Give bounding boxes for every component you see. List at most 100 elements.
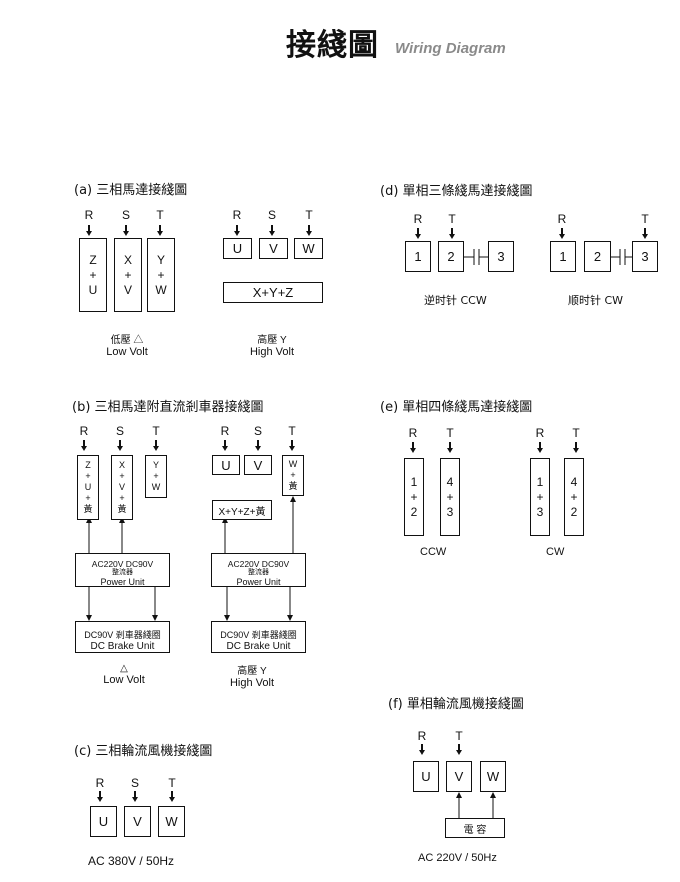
section-e-heading: (e) 單相四條綫馬達接綫圖 bbox=[380, 400, 533, 415]
caption: 逆时针 CCW bbox=[424, 294, 487, 307]
terminal-box-label: W + 黃 bbox=[288, 459, 298, 491]
caption-cn: 高壓 Y bbox=[257, 335, 287, 346]
terminal-box: 1 bbox=[405, 241, 431, 272]
brake-unit-en: DC Brake Unit bbox=[90, 641, 155, 652]
caption-cn: 低壓 △ bbox=[110, 335, 144, 346]
terminal-box-label: Z + U bbox=[88, 252, 98, 297]
terminal-box-label: X + V bbox=[123, 252, 132, 297]
capacitor-box: 電 容 bbox=[445, 818, 505, 838]
terminal-label: T bbox=[152, 424, 160, 438]
caption-cn: △ bbox=[120, 663, 128, 674]
page-subtitle: Wiring Diagram bbox=[395, 40, 506, 57]
terminal-box: 3 bbox=[632, 241, 658, 272]
caption: 高壓 Y High Volt bbox=[230, 662, 274, 689]
caption-en: Low Volt bbox=[106, 346, 148, 358]
section-f-heading: (f) 單相輪流風機接綫圖 bbox=[388, 697, 524, 712]
terminal-box: 2 bbox=[438, 241, 464, 272]
terminal-box: U bbox=[90, 806, 117, 837]
terminal-label: R bbox=[557, 212, 567, 226]
caption: 低壓 △ Low Volt bbox=[106, 331, 148, 358]
power-unit-cn: 整流器 bbox=[248, 569, 269, 576]
terminal-label: R bbox=[535, 426, 545, 440]
terminal-box-label: X + V + 黃 bbox=[117, 460, 127, 514]
brake-unit-box: DC90V 剎車器綫圈 DC Brake Unit bbox=[211, 621, 306, 653]
terminal-label: R bbox=[413, 212, 423, 226]
terminal-label: S bbox=[253, 424, 263, 438]
caption-en: High Volt bbox=[249, 346, 295, 358]
caption: CW bbox=[546, 546, 565, 558]
section-a-heading: (a) 三相馬達接綫圖 bbox=[74, 183, 188, 198]
caption: AC 380V / 50Hz bbox=[88, 854, 175, 868]
terminal-box: Z + U bbox=[79, 238, 107, 312]
terminal-box: V bbox=[446, 761, 472, 792]
terminal-label: T bbox=[448, 212, 456, 226]
terminal-box: W + 黃 bbox=[282, 455, 304, 496]
section-d-heading: (d) 單相三條綫馬達接綫圖 bbox=[380, 184, 533, 199]
terminal-label: R bbox=[79, 424, 89, 438]
terminal-box: 2 bbox=[584, 241, 611, 272]
brake-unit-en: DC Brake Unit bbox=[226, 641, 291, 652]
terminal-box: W bbox=[158, 806, 185, 837]
caption-en: Low Volt bbox=[103, 674, 145, 686]
power-unit-voltage: AC220V DC90V bbox=[91, 559, 154, 569]
neutral-bar: X+Y+Z bbox=[223, 282, 323, 303]
terminal-box: U bbox=[212, 455, 240, 475]
terminal-label: T bbox=[446, 426, 454, 440]
terminal-box: U bbox=[413, 761, 439, 792]
terminal-label: T bbox=[455, 729, 463, 743]
terminal-box: X + V + 黃 bbox=[111, 455, 133, 520]
caption: AC 220V / 50Hz bbox=[418, 852, 497, 864]
brake-unit-cn: DC90V 剎車器綫圈 bbox=[84, 630, 161, 640]
terminal-box-label: 1 + 3 bbox=[536, 474, 544, 519]
section-c-heading: (c) 三相輪流風機接綫圖 bbox=[74, 744, 213, 759]
terminal-label: T bbox=[305, 208, 313, 222]
caption: 高壓 Y High Volt bbox=[250, 331, 294, 358]
caption-en: High Volt bbox=[229, 677, 275, 689]
section-b-heading: (b) 三相馬達附直流剎車器接綫圖 bbox=[72, 400, 264, 415]
terminal-label: S bbox=[115, 424, 125, 438]
terminal-label: R bbox=[95, 776, 105, 790]
power-unit-en: Power Unit bbox=[236, 577, 281, 587]
power-unit-cn: 整流器 bbox=[112, 569, 133, 576]
caption: CCW bbox=[420, 546, 447, 558]
terminal-label: R bbox=[220, 424, 230, 438]
terminal-label: T bbox=[572, 426, 580, 440]
terminal-label: R bbox=[232, 208, 242, 222]
terminal-box: Z + U + 黃 bbox=[77, 455, 99, 520]
terminal-box: W bbox=[480, 761, 506, 792]
neutral-bar: X+Y+Z+黃 bbox=[212, 500, 272, 520]
terminal-label: T bbox=[156, 208, 164, 222]
terminal-label: S bbox=[121, 208, 131, 222]
terminal-box-label: Z + U + 黃 bbox=[83, 460, 93, 514]
terminal-label: T bbox=[168, 776, 176, 790]
terminal-box: Y + W bbox=[145, 455, 167, 498]
terminal-box: 3 bbox=[488, 241, 514, 272]
terminal-box: 1 + 3 bbox=[530, 458, 550, 536]
terminal-label: R bbox=[417, 729, 427, 743]
terminal-label: S bbox=[267, 208, 277, 222]
terminal-box-label: Y + W bbox=[155, 252, 167, 297]
terminal-box: V bbox=[259, 238, 288, 259]
terminal-label: T bbox=[641, 212, 649, 226]
page-title: 接綫圖 bbox=[286, 28, 379, 63]
terminal-box-label: 4 + 3 bbox=[446, 474, 454, 519]
terminal-box: 1 + 2 bbox=[404, 458, 424, 536]
power-unit-box: AC220V DC90V 整流器 Power Unit bbox=[211, 553, 306, 587]
power-unit-voltage: AC220V DC90V bbox=[227, 559, 290, 569]
terminal-label: R bbox=[84, 208, 94, 222]
brake-unit-cn: DC90V 剎車器綫圈 bbox=[220, 630, 297, 640]
caption: △ Low Volt bbox=[103, 663, 145, 686]
caption-cn: 高壓 Y bbox=[237, 666, 267, 677]
terminal-label: S bbox=[130, 776, 140, 790]
power-unit-en: Power Unit bbox=[100, 577, 145, 587]
brake-unit-box: DC90V 剎車器綫圈 DC Brake Unit bbox=[75, 621, 170, 653]
terminal-box: V bbox=[124, 806, 151, 837]
terminal-box: 1 bbox=[550, 241, 576, 272]
terminal-box: Y + W bbox=[147, 238, 175, 312]
caption: 顺时针 CW bbox=[568, 294, 624, 307]
terminal-box-label: Y + W bbox=[151, 460, 161, 492]
terminal-box: 4 + 2 bbox=[564, 458, 584, 536]
terminal-box: 4 + 3 bbox=[440, 458, 460, 536]
terminal-box: X + V bbox=[114, 238, 142, 312]
